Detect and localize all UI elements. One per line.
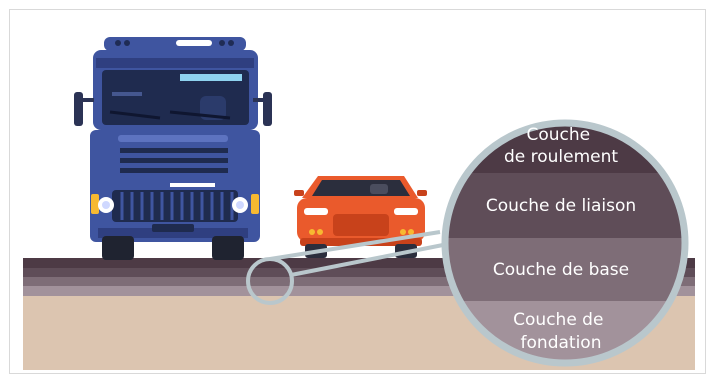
road-layer-base <box>23 277 695 286</box>
road-layer-liaison <box>23 268 695 277</box>
label-couche-roulement: Couche de roulement <box>504 125 618 167</box>
truck-icon <box>74 37 272 260</box>
label-couche-base: Couche de base <box>493 260 629 280</box>
zoom-circle: Couche de roulement Couche de liaison Co… <box>441 119 689 367</box>
road-layer-fondation <box>23 286 695 296</box>
zoom-layer-liaison <box>446 173 684 238</box>
car-icon <box>294 176 427 258</box>
zoom-layer-base <box>446 238 684 301</box>
label-couche-liaison: Couche de liaison <box>486 196 636 216</box>
label-couche-fondation: Couche de fondation <box>513 310 609 353</box>
magnifier-icon <box>246 230 449 305</box>
